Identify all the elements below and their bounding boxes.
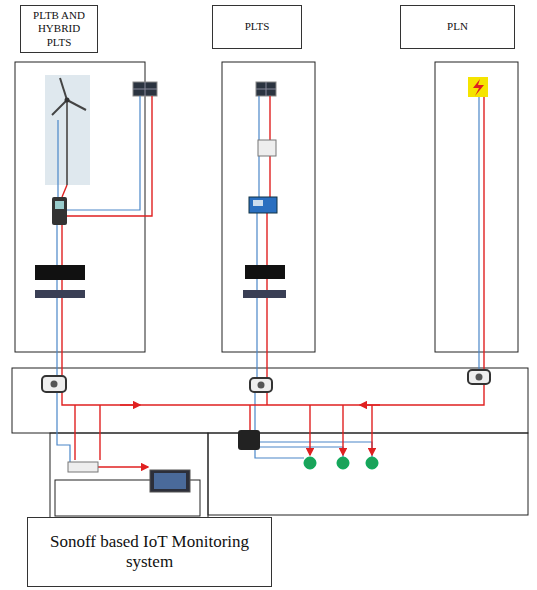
red-wires bbox=[99, 405, 100, 460]
red-wires bbox=[266, 392, 267, 405]
relay-module bbox=[238, 430, 260, 450]
red-wires bbox=[67, 96, 152, 216]
red-wires bbox=[309, 405, 310, 455]
sonoff-switch bbox=[42, 376, 66, 392]
box-label: PLTS bbox=[219, 20, 295, 33]
red-wires bbox=[266, 279, 267, 290]
source-header: PLN bbox=[400, 5, 515, 49]
charge-controller bbox=[249, 197, 277, 213]
blue-wires bbox=[56, 225, 57, 265]
red-wires bbox=[371, 405, 372, 455]
blue-wires bbox=[258, 156, 259, 197]
wind-turbine bbox=[66, 100, 68, 185]
charge-controller bbox=[52, 197, 67, 225]
sonoff-switch bbox=[476, 374, 483, 381]
blue-wires bbox=[260, 442, 372, 457]
blue-wires bbox=[258, 96, 259, 140]
wind-turbine bbox=[60, 78, 67, 100]
blue-wires bbox=[256, 298, 257, 378]
grid-logo bbox=[473, 79, 484, 96]
solar-panel bbox=[133, 82, 157, 96]
red-wires bbox=[62, 185, 67, 197]
red-wires bbox=[266, 298, 267, 378]
panel-frames bbox=[12, 368, 528, 433]
blue-wires bbox=[57, 120, 58, 200]
bus-bar bbox=[35, 290, 85, 298]
grid-logo bbox=[468, 77, 488, 97]
blue-wires bbox=[254, 392, 255, 430]
relay-module bbox=[238, 430, 260, 450]
red-wires bbox=[249, 405, 250, 430]
wind-turbine bbox=[52, 100, 67, 115]
wind-turbine bbox=[67, 100, 86, 110]
red-wires bbox=[483, 97, 484, 370]
inverter-box bbox=[35, 265, 85, 280]
solar-panel bbox=[133, 82, 276, 96]
grid-logo bbox=[468, 77, 488, 97]
panel-frames bbox=[12, 62, 528, 518]
lamp-load bbox=[304, 457, 316, 469]
wind-turbine bbox=[45, 75, 90, 185]
wind-turbine bbox=[65, 98, 70, 103]
red-wires bbox=[269, 96, 270, 140]
charge-controller bbox=[253, 200, 263, 206]
blue-wires bbox=[67, 96, 140, 210]
solar-panel bbox=[256, 89, 276, 90]
source-header: PLTB AND HYBRID PLTS bbox=[20, 5, 98, 53]
panel-frames bbox=[435, 62, 518, 352]
red-wires bbox=[120, 404, 140, 405]
blue-wires bbox=[256, 213, 257, 265]
red-wires bbox=[98, 466, 148, 467]
power-meter bbox=[68, 462, 98, 472]
lamp-load bbox=[366, 457, 378, 469]
blue-wires bbox=[56, 298, 57, 375]
panel-frames bbox=[222, 62, 315, 352]
red-wires bbox=[61, 280, 62, 290]
blue-wires bbox=[478, 97, 479, 370]
sonoff-switch bbox=[42, 370, 490, 392]
solar-panel bbox=[133, 89, 157, 90]
lamp-load bbox=[304, 457, 378, 469]
sonoff-switch bbox=[468, 370, 490, 384]
bus-bar bbox=[243, 290, 286, 298]
bus-bar bbox=[35, 290, 286, 298]
sonoff-switch bbox=[250, 378, 272, 392]
blue-wires bbox=[256, 279, 257, 290]
system-label-box: Sonoff based IoT Monitoring system bbox=[27, 517, 272, 587]
blue-wires bbox=[56, 280, 57, 290]
box-label: Sonoff based IoT Monitoring system bbox=[34, 532, 265, 573]
red-wires bbox=[266, 213, 267, 265]
charge-controller bbox=[52, 140, 277, 225]
red-wires bbox=[74, 405, 75, 460]
inverter-box bbox=[245, 265, 285, 279]
blue-wires bbox=[255, 450, 304, 458]
blue-wires bbox=[57, 392, 70, 463]
solar-panel bbox=[256, 82, 276, 96]
source-header: PLTS bbox=[212, 5, 302, 49]
charge-controller bbox=[55, 201, 64, 209]
sonoff-switch bbox=[258, 382, 265, 389]
lamp-load bbox=[337, 457, 349, 469]
charge-controller bbox=[258, 140, 276, 156]
panel-frames bbox=[15, 62, 145, 352]
red-wires bbox=[62, 96, 484, 467]
panel-frames bbox=[50, 433, 208, 518]
power-meter bbox=[154, 473, 186, 489]
blue-wires bbox=[260, 447, 343, 457]
inverter-box bbox=[35, 265, 285, 280]
red-wires bbox=[61, 298, 62, 375]
power-meter bbox=[68, 462, 190, 492]
blue-wires bbox=[57, 96, 479, 463]
red-wires bbox=[360, 404, 380, 405]
wind-turbine bbox=[45, 75, 90, 185]
box-label: PLTB AND HYBRID PLTS bbox=[27, 9, 91, 49]
box-label: PLN bbox=[407, 20, 508, 33]
sonoff-switch bbox=[51, 381, 58, 388]
red-wires bbox=[269, 156, 270, 197]
power-meter bbox=[150, 470, 190, 492]
red-wires bbox=[61, 225, 62, 265]
red-wires bbox=[342, 405, 343, 455]
